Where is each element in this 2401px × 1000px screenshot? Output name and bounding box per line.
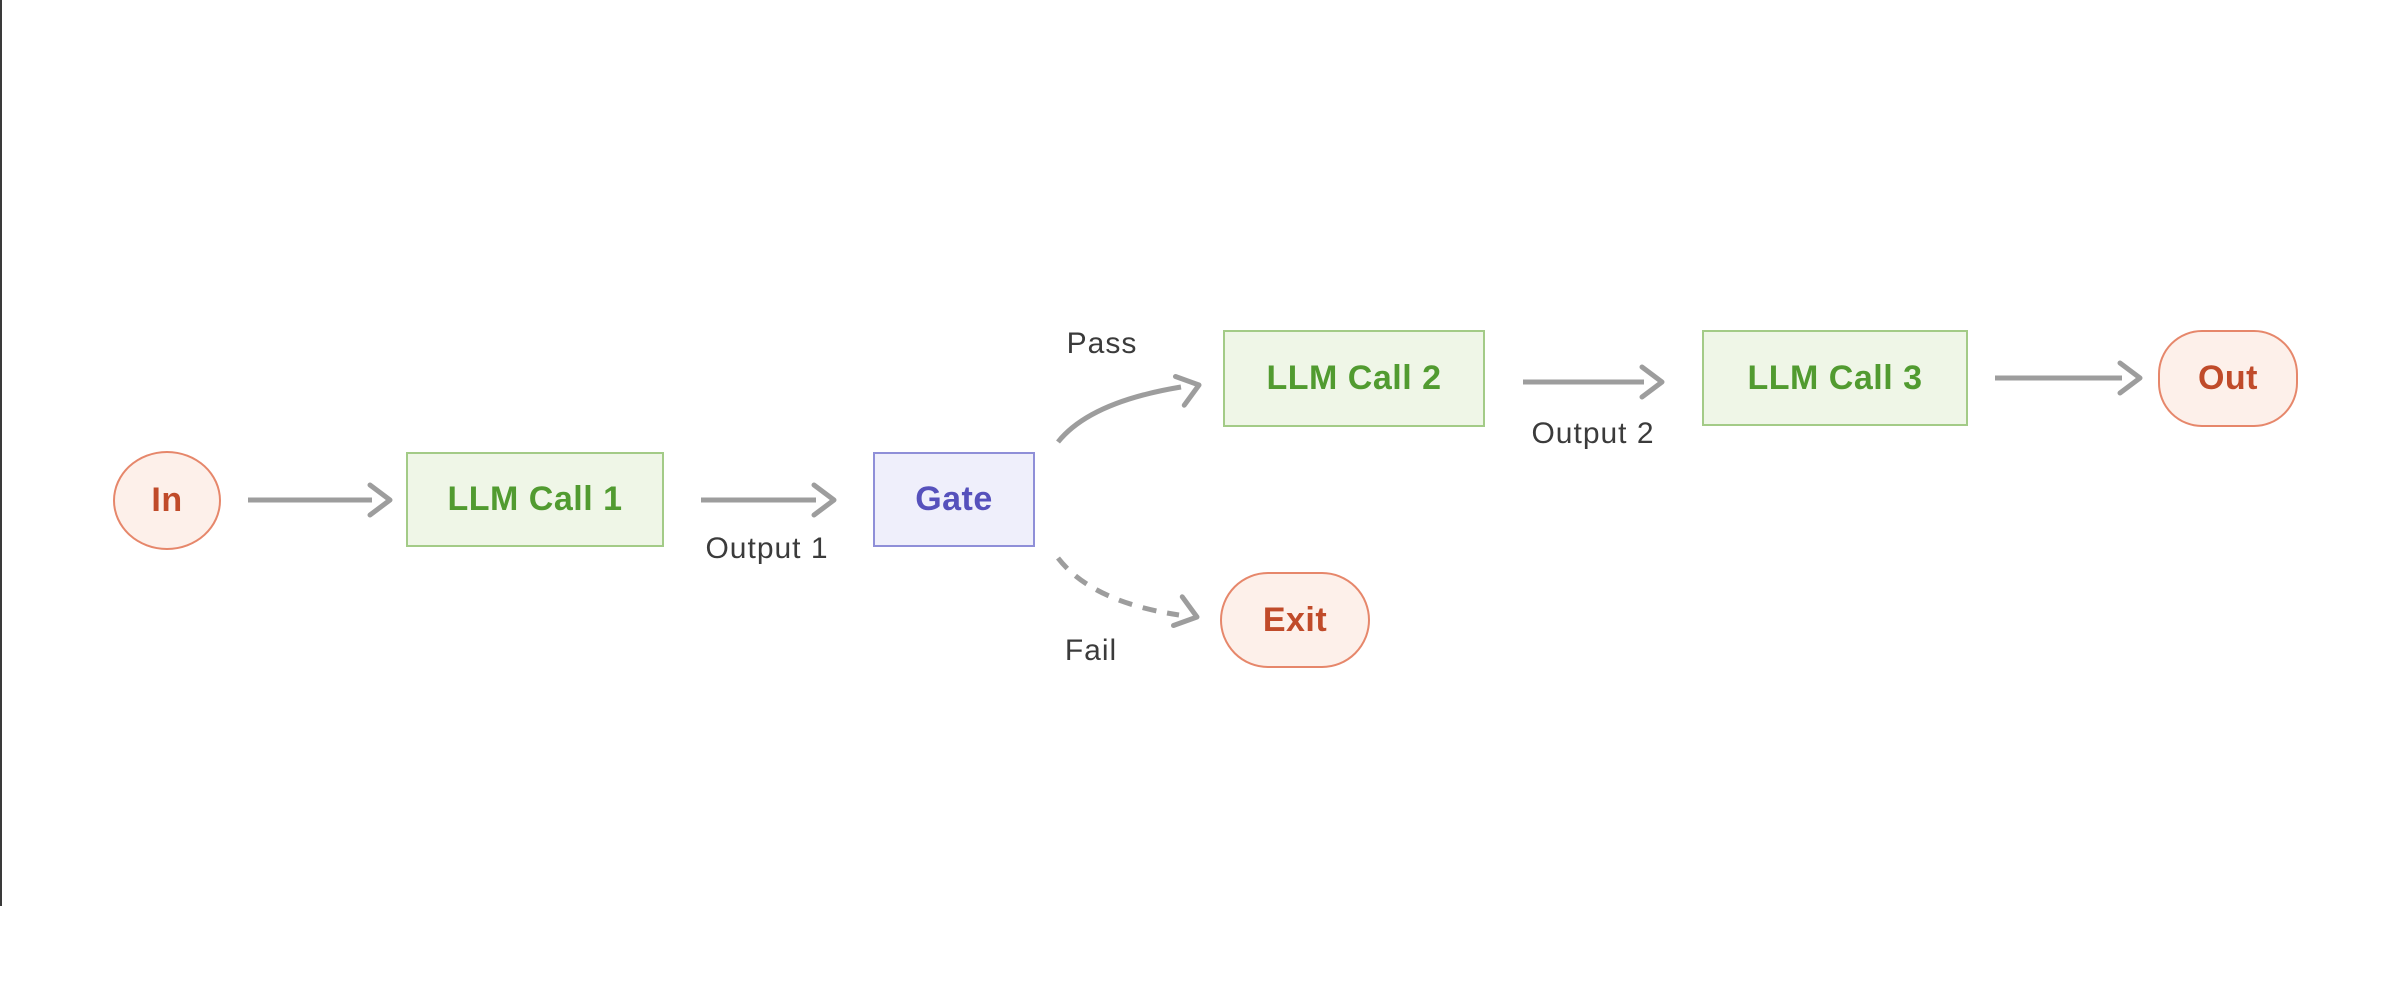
node-gate-label: Gate: [915, 480, 993, 518]
arrowhead-icon: [367, 482, 393, 518]
edge-llm1-to-gate: [701, 482, 837, 518]
node-llm-call-2: LLM Call 2: [1223, 330, 1485, 427]
node-gate: Gate: [873, 452, 1035, 547]
node-exit-label: Exit: [1262, 600, 1328, 639]
arrowhead-icon: [1170, 594, 1200, 628]
node-in: In: [113, 451, 221, 550]
arrowhead-icon: [1639, 364, 1665, 400]
node-llm-call-3: LLM Call 3: [1702, 330, 1968, 426]
edge-llm3-to-out: [1995, 360, 2143, 396]
edge-gate-to-exit-fail: [1056, 556, 1200, 628]
edge-label-output-2: Output 2: [1531, 417, 1655, 450]
edge-label-output-1: Output 1: [705, 532, 829, 565]
arrowhead-icon: [1172, 374, 1202, 408]
node-llm-call-1: LLM Call 1: [406, 452, 664, 547]
node-llm-call-3-label: LLM Call 3: [1747, 358, 1923, 397]
edge-label-pass: Pass: [1066, 327, 1138, 360]
node-exit: Exit: [1220, 572, 1370, 668]
panel-edge-line: [0, 0, 2, 906]
arrowhead-icon: [2117, 360, 2143, 396]
arrowhead-icon: [811, 482, 837, 518]
node-out: Out: [2158, 330, 2298, 427]
edge-label-fail: Fail: [1064, 634, 1118, 667]
node-out-label: Out: [2197, 359, 2259, 397]
edge-llm2-to-llm3: [1523, 364, 1665, 400]
edge-gate-to-llm2-pass: [1056, 374, 1202, 444]
node-llm-call-2-label: LLM Call 2: [1266, 359, 1442, 397]
node-llm-call-1-label: LLM Call 1: [447, 480, 623, 518]
edge-in-to-llm1: [248, 482, 393, 518]
node-in-label: In: [151, 481, 183, 519]
